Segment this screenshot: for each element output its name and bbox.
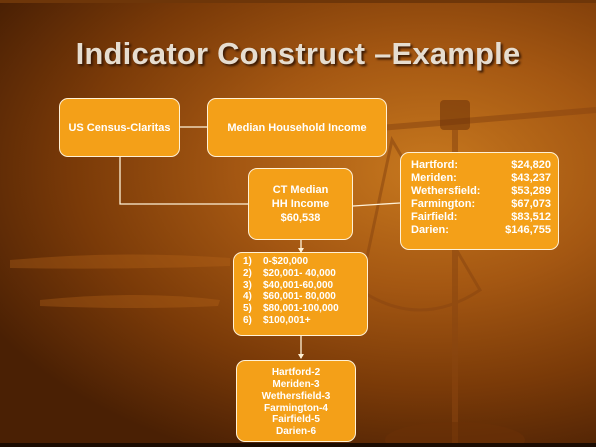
town-name: Fairfield: [411,211,458,223]
range-number: 4) [243,291,252,303]
range-number: 6) [243,314,252,326]
ct-median-value: $60,538 [280,212,321,224]
range-label: $80,001-100,000 [263,303,339,315]
town-ranks-box: Hartford-2 Meriden-3 Wethersfield-3 Farm… [236,360,356,442]
range-label: $40,001-60,000 [263,279,334,291]
town-income-value: $53,289 [511,185,551,197]
town-rank: Farmington-4 [264,402,328,414]
range-label: $20,001- 40,000 [263,267,336,279]
range-number: 3) [243,279,252,291]
range-label: 0-$20,000 [263,256,309,267]
income-range-row: 4) $60,001- 80,000 [243,291,367,303]
town-income-row: Hartford: $24,820 [411,159,558,172]
town-rank: Fairfield-5 [272,414,320,426]
range-number: 2) [243,267,252,279]
income-range-row: 5) $80,001-100,000 [243,303,367,315]
connector-census-to-ct [119,157,248,205]
town-rank: Meriden-3 [272,378,320,390]
income-ranges-box: 1) 0-$20,000 2) $20,001- 40,000 3) $40,001-… [233,252,368,336]
range-number: 1) [243,256,252,267]
range-number: 5) [243,303,252,315]
slide-title: Indicator Construct –Example [75,36,521,71]
connector-ct-to-cities [352,202,401,207]
town-income-value: $146,755 [505,224,551,236]
town-name: Farmington: [411,198,476,210]
town-income-value: $24,820 [511,159,551,171]
range-label: $100,001+ [263,314,311,326]
town-name: Hartford: [411,159,459,171]
town-income-value: $67,073 [511,198,551,210]
town-income-row: Farmington: $67,073 [411,198,558,211]
income-range-row: 6) $100,001+ [243,315,367,327]
town-income-row: Darien: $146,755 [411,224,558,237]
town-incomes-box: Hartford: $24,820 Meriden: $43,237 Wethers… [400,152,559,250]
range-label: $60,001- 80,000 [263,291,336,303]
ct-median-box: CT Median HH Income $60,538 [248,168,353,240]
income-range-row: 1) 0-$20,000 [243,256,367,268]
town-income-value: $83,512 [511,211,551,223]
town-rank: Hartford-2 [271,367,321,379]
town-income-row: Wethersfield: $53,289 [411,185,558,198]
town-income-value: $43,237 [511,172,551,184]
arrowhead-ranges [298,248,304,253]
ct-median-line2: HH Income [271,198,330,210]
income-range-row: 2) $20,001- 40,000 [243,268,367,280]
measure-box: Median Household Income [207,98,387,157]
town-name: Darien: [411,224,449,236]
town-rank: Wethersfield-3 [261,390,331,402]
arrowhead-ranks [298,354,304,359]
income-range-row: 3) $40,001-60,000 [243,280,367,292]
town-name: Meriden: [411,172,457,184]
town-name: Wethersfield: [411,185,481,197]
source-box: US Census-Claritas [59,98,180,157]
town-income-row: Meriden: $43,237 [411,172,558,185]
town-rank: Darien-6 [275,426,316,438]
ct-median-line1: CT Median [272,184,329,196]
town-income-row: Fairfield: $83,512 [411,211,558,224]
